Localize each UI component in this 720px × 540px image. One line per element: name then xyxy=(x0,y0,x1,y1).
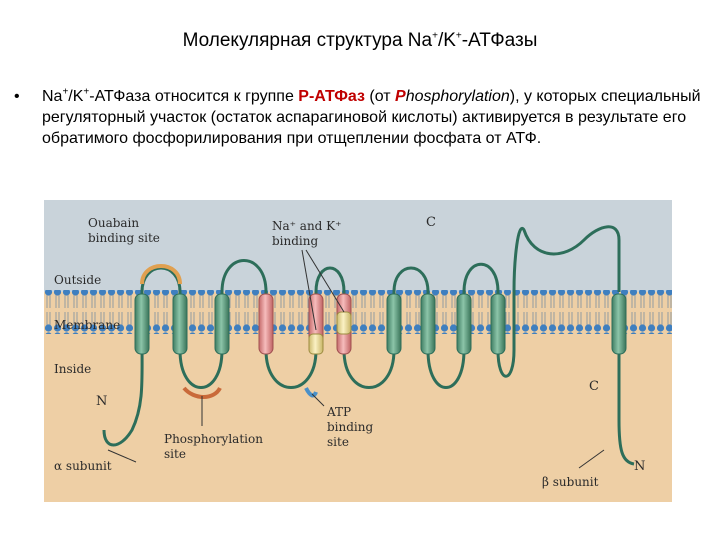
ouabain-label-line2: binding site xyxy=(88,231,160,245)
ouabain-label-line1: Ouabain xyxy=(88,216,139,230)
diagram-canvas: Ouabain binding site Na⁺ and K⁺ binding … xyxy=(44,200,672,502)
helix-7 xyxy=(387,294,401,354)
alpha-subunit-label: α subunit xyxy=(54,459,112,473)
na-k-binding-label-line1: Na⁺ and K⁺ xyxy=(272,219,341,233)
beta-subunit-label: β subunit xyxy=(542,475,599,489)
helix-9 xyxy=(457,294,471,354)
c-terminus-beta-label: C xyxy=(589,379,599,394)
bullet-text: Na+/K+-АТФаза относится к группе Р-АТФаз… xyxy=(42,86,702,149)
slide-title: Молекулярная структура Na+/K+-АТФазы xyxy=(0,30,720,52)
outside-label: Outside xyxy=(54,273,101,287)
helix-6 xyxy=(337,294,351,354)
n-terminus-beta-label: N xyxy=(634,459,645,474)
helix-3 xyxy=(215,294,229,354)
helix-2 xyxy=(173,294,187,354)
p-atpase-highlight: Р-АТФаз xyxy=(298,88,365,105)
na-k-binding-label-line2: binding xyxy=(272,234,318,248)
helix-1 xyxy=(135,294,149,354)
phosphorylation-label-line2: site xyxy=(164,447,186,461)
membrane-label: Membrane xyxy=(54,318,120,332)
phosphorylation-label-line1: Phosphorylation xyxy=(164,432,263,446)
inside-label: Inside xyxy=(54,362,91,376)
n-terminus-alpha-label: N xyxy=(96,394,107,409)
bullet-marker: • xyxy=(14,86,20,107)
helix-10 xyxy=(491,294,505,354)
na-k-atpase-diagram: Ouabain binding site Na⁺ and K⁺ binding … xyxy=(44,200,672,502)
helix-beta xyxy=(612,294,626,354)
atp-label-line3: site xyxy=(327,435,349,449)
helix-4 xyxy=(259,294,273,354)
atp-label-line2: binding xyxy=(327,420,373,434)
atp-label-line1: ATP xyxy=(326,405,351,419)
c-terminus-top-label: C xyxy=(426,215,436,230)
helix-8 xyxy=(421,294,435,354)
